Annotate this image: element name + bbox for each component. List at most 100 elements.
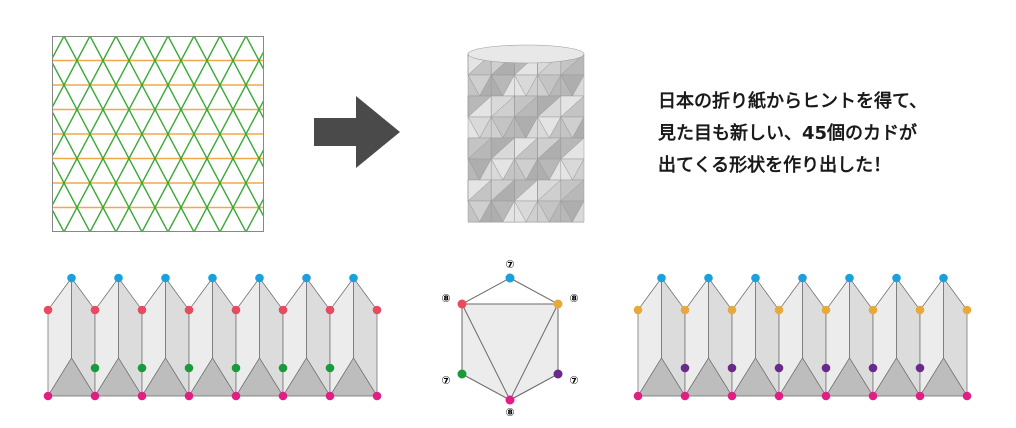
strip-dot-top — [161, 273, 170, 283]
hexagon-dot-lower-right — [553, 369, 563, 379]
strip-dot-top — [939, 273, 948, 283]
strip-dot-top — [349, 273, 358, 283]
strip-dot-lower — [184, 363, 194, 373]
strip-dot-bottom — [278, 391, 288, 401]
strip-dot-upper — [372, 305, 382, 315]
hexagon-face — [461, 303, 559, 401]
strip-panel-dark — [235, 357, 284, 397]
diagonal-crease — [52, 36, 143, 208]
strip-dot-lower — [278, 363, 288, 373]
strip-dot-bottom — [43, 391, 53, 401]
strip-dot-upper — [868, 305, 878, 315]
diagonal-crease — [219, 36, 264, 121]
strip-dot-lower — [231, 363, 241, 373]
strip-dot-bottom — [372, 391, 382, 401]
diagonal-crease — [89, 36, 195, 232]
caption-line-2: 見た目も新しい、45個のカドが — [658, 123, 918, 144]
strip-dot-bottom — [868, 391, 878, 401]
strip-panel-dark — [141, 357, 190, 397]
unfolded-strip-left — [43, 273, 382, 401]
caption-text: 日本の折り紙からヒントを得て、 見た目も新しい、45個のカドが 出てくる形状を作… — [658, 86, 988, 182]
diagonal-crease — [63, 36, 169, 232]
strip-panel-dark — [684, 357, 733, 397]
strip-dot-upper — [231, 305, 241, 315]
hexagon-label-upper-right: ⑧ — [569, 292, 578, 305]
hexagon-label-bottom: ⑧ — [505, 406, 514, 418]
hexagon-dot-bottom — [505, 395, 515, 405]
model-facet — [490, 200, 504, 223]
horizontal-creases — [52, 59, 264, 209]
strip-dot-lower — [915, 363, 925, 373]
hexagon-diagram: ⑦ ⑧ ⑧ ⑦ ⑦ ⑧ — [441, 258, 578, 418]
strip-panel-dark — [872, 357, 921, 397]
strip-dot-upper — [821, 305, 831, 315]
diagonal-crease — [52, 158, 91, 232]
hexagon-dot-lower-left — [457, 369, 467, 379]
strip-panel-dark — [778, 357, 827, 397]
strip-dot-top — [704, 273, 713, 283]
caption-line-3: 出てくる形状を作り出した！ — [658, 155, 892, 176]
diagonal-creases — [52, 36, 264, 232]
strip-dot-bottom — [184, 391, 194, 401]
strip-dot-bottom — [137, 391, 147, 401]
right-arrow-icon — [314, 96, 400, 168]
strip-dot-top — [657, 273, 666, 283]
hexagon-dot-upper-left — [457, 299, 467, 309]
strip-dot-top — [208, 273, 217, 283]
strip-dot-bottom — [821, 391, 831, 401]
strip-dot-bottom — [962, 391, 972, 401]
model-facet — [467, 200, 481, 223]
diagonal-crease — [193, 98, 264, 232]
model-facet — [537, 200, 550, 223]
hexagon-label-lower-right: ⑦ — [569, 374, 578, 387]
folded-cylinder-model — [467, 44, 585, 223]
strip-dot-lower — [868, 363, 878, 373]
diagonal-crease — [115, 36, 221, 232]
strip-panel-dark — [919, 357, 968, 397]
strip-dot-top — [892, 273, 901, 283]
strip-dot-bottom — [90, 391, 100, 401]
strip-dot-upper — [915, 305, 925, 315]
strip-dot-upper — [633, 305, 643, 315]
strip-panel-dark — [329, 357, 378, 397]
strip-dot-upper — [325, 305, 335, 315]
model-facet — [560, 200, 573, 223]
strip-dot-top — [751, 273, 760, 283]
model-facet — [571, 200, 585, 223]
hexagon-label-top: ⑦ — [505, 258, 514, 271]
model-facet — [514, 200, 527, 223]
caption-line-1: 日本の折り紙からヒントを得て、 — [658, 91, 928, 112]
strip-panel-dark — [188, 357, 237, 397]
strip-dot-bottom — [680, 391, 690, 401]
strip-dot-upper — [43, 305, 53, 315]
strip-dot-lower — [727, 363, 737, 373]
strip-panel-dark — [731, 357, 780, 397]
strip-dot-lower — [774, 363, 784, 373]
strip-panel-dark — [282, 357, 331, 397]
diagonal-crease — [219, 147, 264, 232]
diagonal-crease — [52, 36, 117, 159]
strip-dot-top — [67, 273, 76, 283]
strip-dot-bottom — [915, 391, 925, 401]
model-top-rim — [467, 44, 585, 64]
strip-dot-top — [798, 273, 807, 283]
strip-panel-dark — [825, 357, 874, 397]
strip-dot-upper — [962, 305, 972, 315]
strip-dot-top — [845, 273, 854, 283]
strip-dot-upper — [774, 305, 784, 315]
strip-panel-dark — [47, 357, 96, 397]
strip-dot-top — [255, 273, 264, 283]
strip-dot-top — [302, 273, 311, 283]
strip-dot-lower — [325, 363, 335, 373]
strip-dot-bottom — [633, 391, 643, 401]
strip-dot-upper — [90, 305, 100, 315]
hexagon-label-lower-left: ⑦ — [441, 374, 450, 387]
paper-border — [52, 36, 264, 232]
strip-panel-dark — [637, 357, 686, 397]
strip-dot-top — [114, 273, 123, 283]
strip-dot-upper — [137, 305, 147, 315]
strip-dot-lower — [680, 363, 690, 373]
strip-dot-lower — [821, 363, 831, 373]
strip-dot-upper — [278, 305, 288, 315]
strip-dot-lower — [137, 363, 147, 373]
